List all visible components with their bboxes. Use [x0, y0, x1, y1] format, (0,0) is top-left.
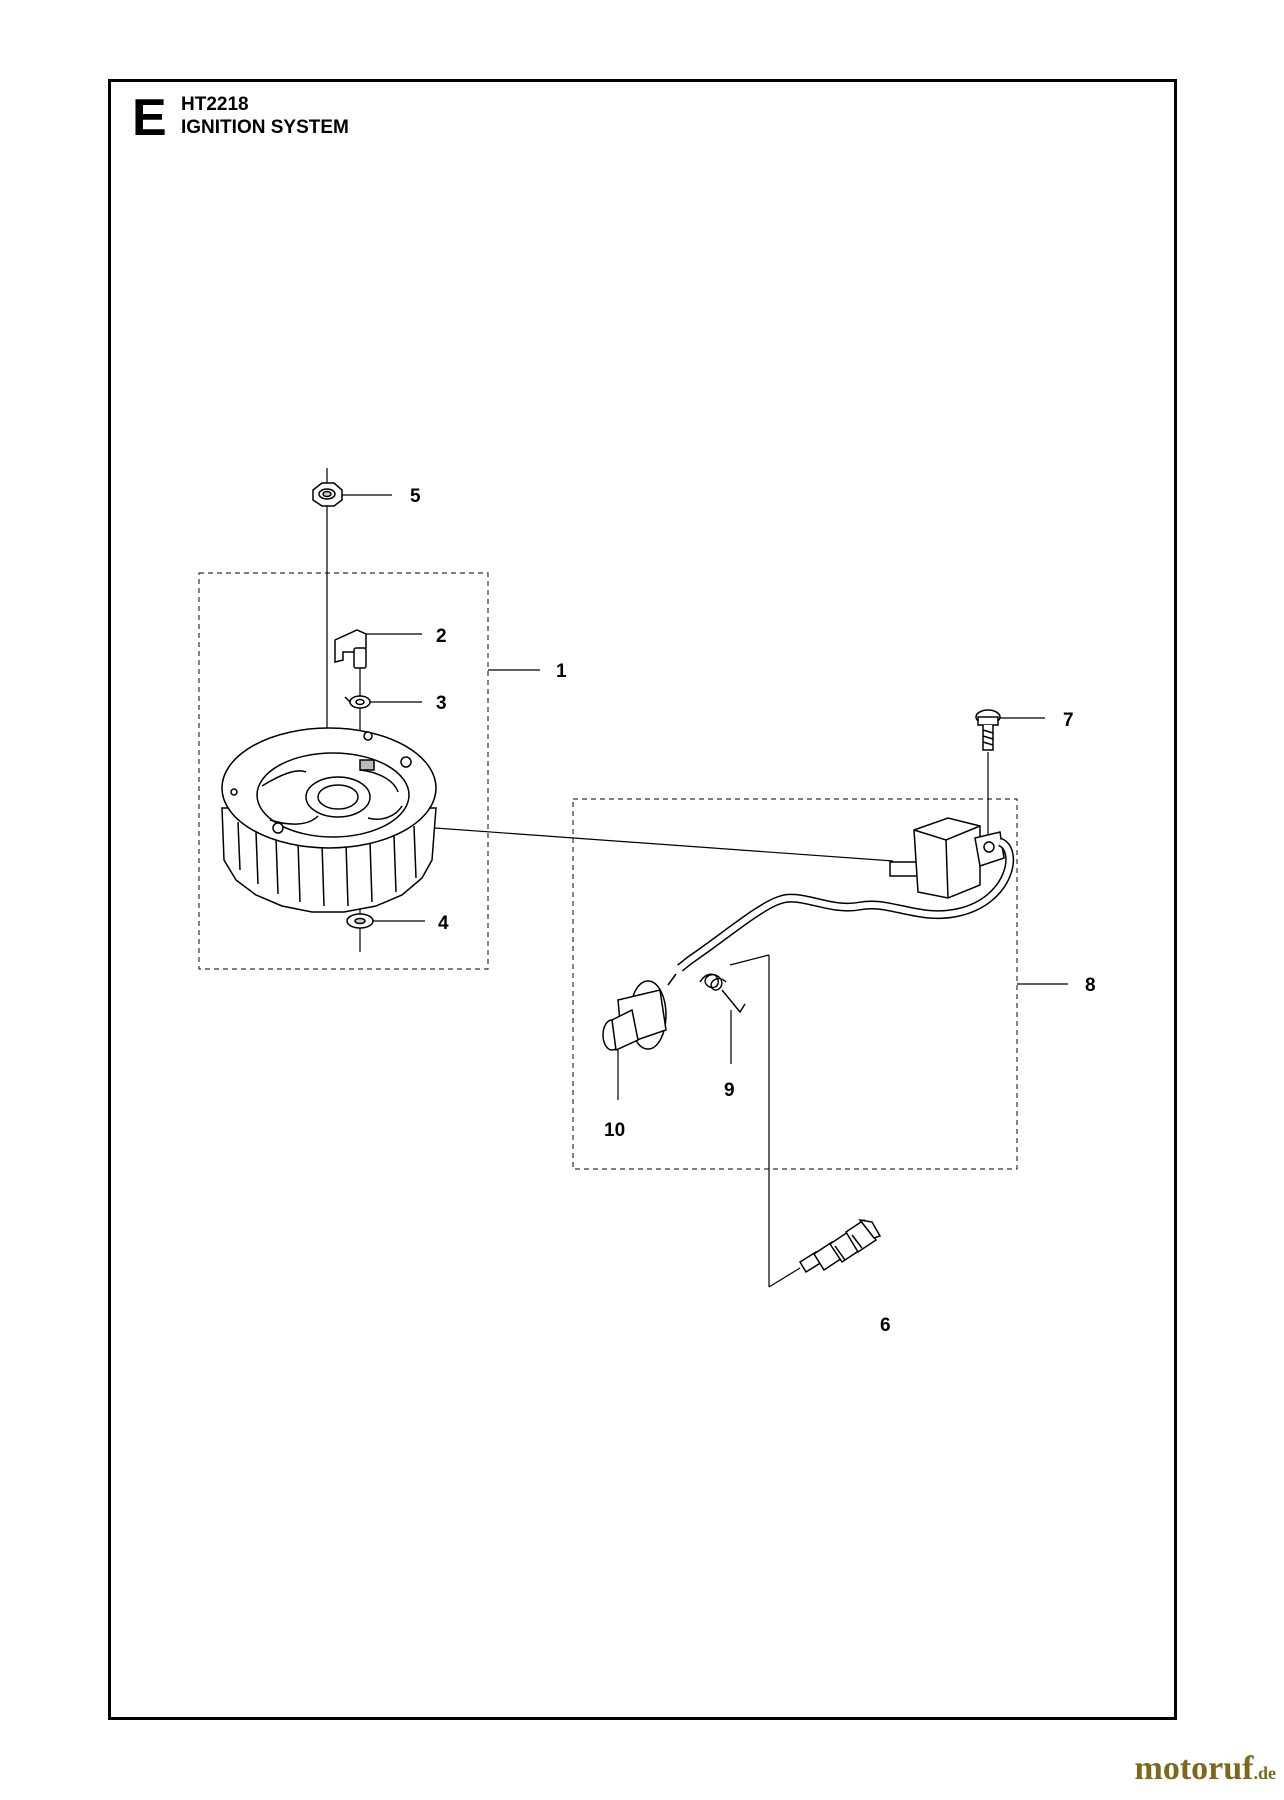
callout-7: 7	[1063, 710, 1074, 731]
group-box-flywheel	[198, 572, 489, 970]
model-number: HT2218	[181, 94, 249, 115]
part-4-washer	[346, 913, 374, 929]
flywheel-to-module-line	[434, 827, 894, 862]
callout-2: 2	[436, 626, 447, 647]
part-ignition-module	[677, 817, 1015, 972]
callout-1: 1	[556, 661, 567, 682]
part-10-boot	[602, 973, 677, 1052]
callout-10: 10	[604, 1120, 625, 1141]
part-7-screw	[975, 709, 1001, 751]
diagram-frame	[108, 79, 1177, 1720]
spark-line-connector	[768, 1267, 801, 1288]
callout-9: 9	[724, 1080, 735, 1101]
callout-3: 3	[436, 693, 447, 714]
part-6-spark-plug	[798, 1218, 882, 1274]
part-9-spring	[699, 973, 746, 1014]
part-flywheel	[221, 727, 437, 913]
part-2-key	[334, 629, 367, 669]
spark-line-top	[729, 954, 770, 966]
callout-4: 4	[438, 913, 449, 934]
section-letter: E	[132, 89, 167, 147]
watermark-logo: motoruf.de	[1135, 1752, 1276, 1786]
callout-8: 8	[1085, 975, 1096, 996]
diagram-title: IGNITION SYSTEM	[181, 117, 349, 138]
part-5-nut	[312, 482, 343, 507]
group-box-ignition-module	[572, 798, 1018, 1170]
callout-6: 6	[880, 1315, 891, 1336]
watermark-suffix: .de	[1253, 1763, 1277, 1783]
part-3-washer	[344, 695, 371, 709]
callout-5: 5	[410, 486, 421, 507]
watermark-name: motoruf	[1134, 1750, 1254, 1787]
